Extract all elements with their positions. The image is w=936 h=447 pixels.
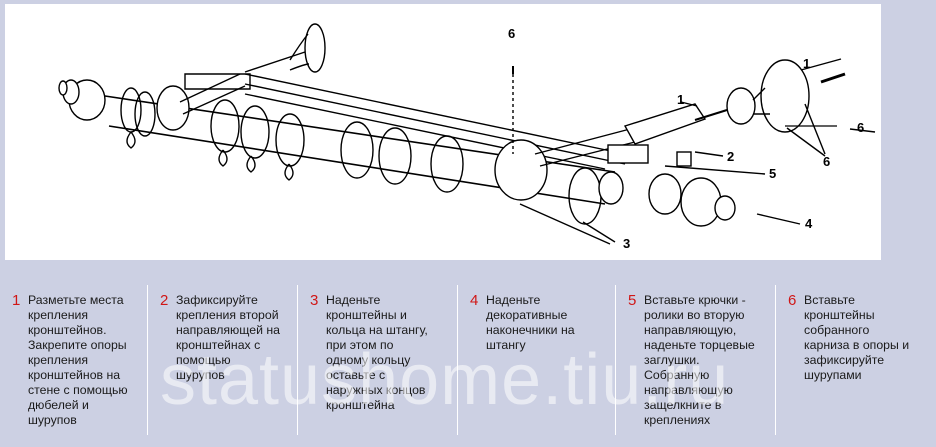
- assembly-diagram: 6 1 2 5 4 3 1 6 6: [5, 4, 881, 260]
- step-4: 4 Наденьте декоративные наконечники на ш…: [458, 285, 616, 435]
- callout-1-screw: 1: [677, 92, 684, 107]
- step-text: Наденьте кронштейны и кольца на штангу, …: [326, 293, 428, 412]
- instruction-steps: 1 Разметьте места крепления кронштейнов.…: [0, 285, 936, 442]
- step-6: 6 Вставьте кронштейны собранного карниза…: [776, 285, 936, 435]
- step-number: 5: [628, 292, 637, 309]
- callout-4: 4: [805, 216, 813, 231]
- step-number: 6: [788, 292, 797, 309]
- callout-1-dowel: 1: [803, 56, 810, 71]
- callout-2: 2: [727, 149, 734, 164]
- step-number: 1: [12, 292, 21, 309]
- step-3: 3 Наденьте кронштейны и кольца на штангу…: [298, 285, 458, 435]
- step-number: 3: [310, 292, 319, 309]
- callout-6-screw: 6: [857, 120, 864, 135]
- step-number: 4: [470, 292, 479, 309]
- callout-3: 3: [623, 236, 630, 251]
- step-number: 2: [160, 292, 169, 309]
- diagram-panel: 6 1 2 5 4 3 1 6 6: [5, 4, 881, 260]
- step-5: 5 Вставьте крючки - ролики во вторую нап…: [616, 285, 776, 435]
- curtain-rod-drawing: 6 1 2 5 4 3 1 6 6: [58, 23, 876, 251]
- step-text: Вставьте крючки - ролики во вторую напра…: [644, 293, 755, 427]
- step-2: 2 Зафиксируйте крепления второй направля…: [148, 285, 298, 435]
- callout-6-support: 6: [823, 154, 830, 169]
- step-text: Разметьте места крепления кронштейнов. З…: [28, 293, 128, 427]
- callout-6-top: 6: [508, 26, 515, 41]
- callout-5: 5: [769, 166, 776, 181]
- step-text: Наденьте декоративные наконечники на шта…: [486, 293, 575, 352]
- step-text: Зафиксируйте крепления второй направляющ…: [176, 293, 281, 382]
- step-text: Вставьте кронштейны собранного карниза в…: [804, 293, 910, 382]
- step-1: 1 Разметьте места крепления кронштейнов.…: [0, 285, 148, 435]
